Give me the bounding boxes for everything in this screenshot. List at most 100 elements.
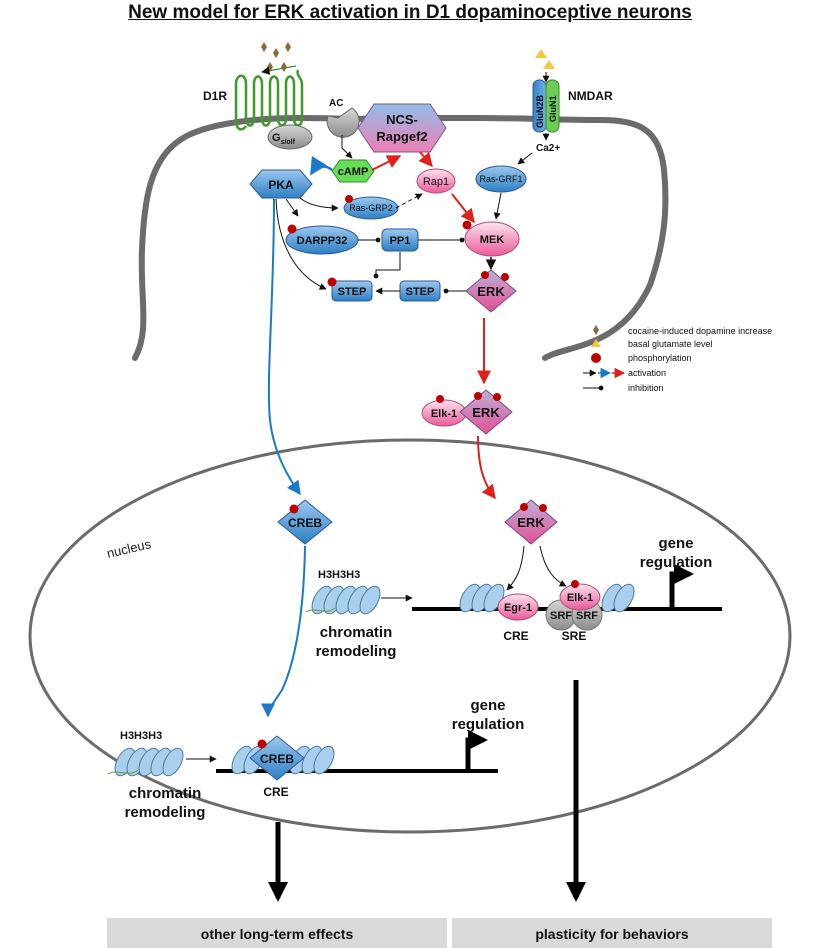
elk1-cyto-phospho (436, 395, 444, 403)
legend: cocaine-induced dopamine increase basal … (583, 325, 772, 393)
cre-lower-label: CRE (263, 785, 288, 799)
erk-mid-phospho-2 (493, 393, 501, 401)
gene-lower-arrow (465, 730, 488, 769)
cre-upper-label: CRE (503, 629, 528, 643)
dopamine-to-d1r-arrow (261, 65, 297, 75)
egr1-label: Egr-1 (504, 602, 532, 614)
output-right-label: plasticity for behaviors (535, 926, 688, 942)
gene-lower-line2: regulation (452, 716, 525, 733)
rap1-to-mek-arrow (451, 193, 475, 224)
d1r-label: D1R (203, 89, 227, 103)
creb-upper-label: CREB (288, 516, 322, 530)
glun1-label: GluN1 (548, 95, 558, 122)
step-label-left: STEP (338, 286, 367, 298)
creb-upper-phospho (289, 504, 299, 514)
ras-grf1-to-mek-arrow (493, 192, 502, 220)
nmdar-glun1 (545, 79, 560, 133)
erk-cyto-phospho-1 (481, 271, 489, 279)
g-protein-label: Gs/olf (272, 132, 296, 146)
srf-label-1: SRF (550, 610, 572, 622)
chromatin-lower-line2: remodeling (125, 804, 206, 821)
ncs-label-line2: Rapgef2 (376, 129, 427, 144)
ras-grp2-to-rap1-arrow (395, 193, 423, 209)
pp1-label: PP1 (390, 235, 411, 247)
ca-to-rasgrf1-arrow (517, 152, 533, 165)
output-box-left (107, 918, 447, 948)
camp-to-pka-arrow (309, 156, 333, 176)
erk-mid-to-nucleus-arrow (477, 435, 496, 500)
ras-grp2-phospho (345, 195, 353, 203)
histone-cluster-lower (114, 747, 184, 777)
erk-mid-phospho-1 (474, 392, 482, 400)
pka-label: PKA (268, 178, 294, 192)
histone-cluster-upper (311, 585, 381, 615)
creb-to-lower-creb-arrow (261, 545, 306, 718)
darpp32-label: DARPP32 (297, 235, 348, 247)
legend-diamond-icon (593, 325, 599, 335)
erk-nuc-label: ERK (517, 515, 545, 530)
histone-cluster-upper-dna (459, 583, 635, 613)
output-box-right (452, 918, 772, 948)
nucleus-envelope (28, 438, 792, 834)
camp-label: cAMP (338, 166, 369, 178)
glutamate-molecules (535, 49, 555, 69)
erk-to-elk1-nuc-arrow (539, 545, 567, 587)
ras-grf1-label: Ras-GRF1 (479, 174, 522, 184)
erk-cyto-label: ERK (477, 284, 505, 299)
gene-upper-line2: regulation (640, 554, 713, 571)
creb-lower-phospho (257, 739, 267, 749)
step-node-left (331, 280, 373, 302)
pp1-inhibits-step (373, 252, 401, 279)
chromatin-upper-line1: chromatin (320, 624, 393, 641)
ca2-label: Ca2+ (536, 143, 560, 154)
legend-circle-icon (591, 353, 601, 363)
glun2b-label: GluN2B (535, 94, 545, 128)
step-left-phospho (327, 277, 337, 287)
histone-lower-label: H3H3H3 (120, 730, 162, 742)
chromatin-upper-line2: remodeling (316, 643, 397, 660)
pka-to-darpp32-arrow (285, 198, 299, 217)
legend-triangle-icon (591, 339, 601, 347)
g-protein (267, 124, 313, 150)
gene-upper-line1: gene (658, 535, 693, 552)
elk1-nuc-label: Elk-1 (567, 592, 593, 604)
camp-to-ncs-arrow (371, 155, 402, 171)
dna-tail-upper (305, 607, 336, 613)
gene-upper-arrow (669, 564, 694, 607)
ras-grp2-node (343, 196, 399, 220)
sre-label: SRE (562, 629, 587, 643)
nucleus-label: nucleus (105, 536, 153, 561)
erk-mid-node (459, 389, 513, 435)
ac-label: AC (329, 98, 343, 109)
legend-label-0: cocaine-induced dopamine increase (628, 326, 772, 336)
nmdar-label: NMDAR (568, 89, 613, 103)
legend-label-2: phosphorylation (628, 353, 692, 363)
camp-node (331, 159, 375, 183)
chromatin-lower-line1: chromatin (129, 785, 202, 802)
rap1-label: Rap1 (423, 176, 449, 188)
ac-to-camp-arrow (341, 135, 353, 159)
pka-to-step-arrow (275, 198, 327, 290)
adenylyl-cyclase (326, 107, 360, 138)
output-left-label: other long-term effects (201, 926, 354, 942)
erk-mid-label: ERK (472, 405, 500, 420)
erk-cyto-phospho-2 (501, 273, 509, 281)
legend-label-1: basal glutamate level (628, 339, 713, 349)
srf-label-2: SRF (576, 610, 598, 622)
mek-node (464, 221, 520, 257)
elk1-nuc-node (559, 583, 601, 611)
erk-nuc-phospho-2 (539, 504, 547, 512)
ras-grf1-node (475, 165, 527, 193)
legend-label-3: activation (628, 368, 666, 378)
gene-lower-line1: gene (470, 697, 505, 714)
cell-membrane (132, 114, 669, 361)
ras-grp2-label: Ras-GRP2 (349, 203, 393, 213)
histone-upper-label: H3H3H3 (318, 569, 360, 581)
erk-nuc-phospho-1 (520, 503, 528, 511)
ncs-to-rap1-arrow (418, 151, 433, 168)
step-label-right: STEP (406, 286, 435, 298)
darpp32-phospho (287, 224, 297, 234)
creb-lower-label: CREB (260, 752, 294, 766)
erk-to-egr1-arrow (506, 545, 525, 591)
